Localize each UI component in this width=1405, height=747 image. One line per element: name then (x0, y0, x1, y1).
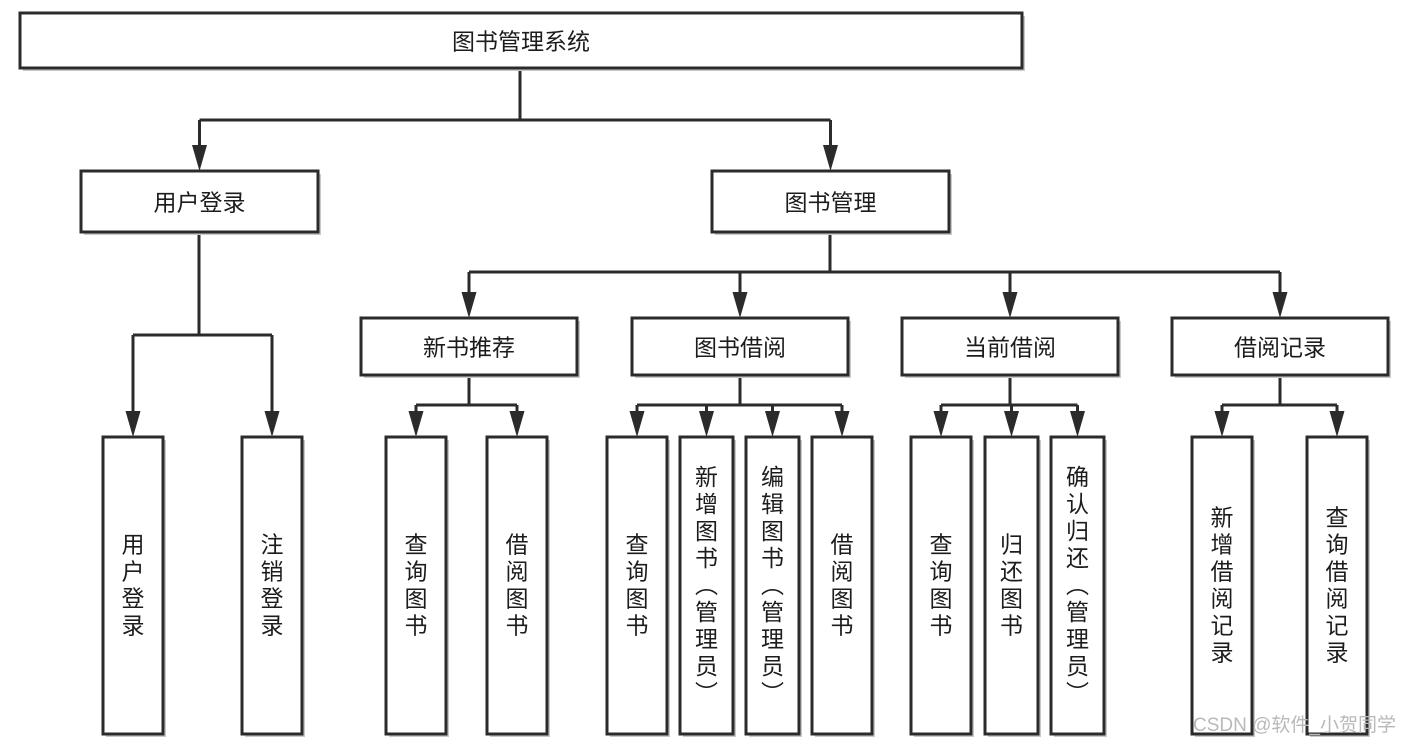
arrow-head (408, 411, 424, 437)
node-label: 借阅记录 (1234, 335, 1326, 361)
connector-current-borrow (933, 375, 1085, 437)
arrow-head (834, 411, 850, 437)
connector-book-manage (461, 232, 1288, 318)
node-box[interactable] (101, 435, 165, 736)
node-box[interactable] (1190, 435, 1254, 736)
node-label: 查询图书 (405, 532, 428, 639)
connector-user-login (125, 232, 280, 437)
node-label: 图书管理系统 (452, 29, 590, 55)
node-box[interactable] (744, 435, 801, 736)
arrow-head (125, 411, 141, 437)
node-leaf-query-book-current[interactable]: 查询图书 (909, 435, 974, 737)
node-label: 新增借阅记录 (1211, 505, 1234, 666)
node-leaf-borrow-book-rec[interactable]: 借阅图书 (485, 435, 550, 737)
node-label: 查询图书 (930, 532, 953, 639)
node-book-manage[interactable]: 图书管理 (710, 169, 952, 235)
node-box[interactable] (79, 169, 320, 234)
node-label: 新书推荐 (423, 335, 515, 361)
node-box[interactable] (983, 435, 1040, 736)
node-box[interactable] (240, 435, 304, 736)
node-box[interactable] (1049, 435, 1106, 736)
node-box[interactable] (1305, 435, 1369, 736)
node-box[interactable] (384, 435, 448, 736)
node-box[interactable] (678, 435, 735, 736)
node-label: 图书借阅 (694, 335, 786, 361)
node-box[interactable] (605, 435, 669, 736)
arrow-head (732, 292, 748, 318)
node-leaf-logout[interactable]: 注销登录 (240, 435, 305, 737)
node-leaf-edit-book[interactable]: 编辑图书︵管理员︶ (744, 435, 802, 737)
csdn-watermark: CSDN @软件_小贺同学 (1193, 714, 1396, 736)
arrow-head (1070, 411, 1085, 437)
node-leaf-query-record[interactable]: 查询借阅记录 (1305, 435, 1370, 737)
node-leaf-add-book[interactable]: 新增图书︵管理员︶ (678, 435, 736, 737)
node-box[interactable] (485, 435, 549, 736)
node-label: 归还图书 (1000, 532, 1023, 639)
arrow-head (509, 411, 525, 437)
arrow-head (1272, 292, 1288, 318)
node-label: 确认归还︵管理员︶ (1066, 464, 1089, 706)
node-box[interactable] (1170, 316, 1390, 377)
node-leaf-user-login[interactable]: 用户登录 (101, 435, 166, 737)
connector-root (192, 68, 838, 171)
arrow-head (192, 145, 207, 171)
arrow-head (1002, 292, 1018, 318)
node-layer: 图书管理系统用户登录图书管理新书推荐图书借阅当前借阅借阅记录用户登录注销登录查询… (18, 11, 1391, 737)
arrow-head (823, 145, 838, 171)
node-current-borrow[interactable]: 当前借阅 (900, 316, 1121, 378)
connector-borrow-record (1214, 375, 1345, 437)
node-label: 图书管理 (785, 190, 877, 216)
node-label: 借阅图书 (831, 532, 854, 639)
node-leaf-add-record[interactable]: 新增借阅记录 (1190, 435, 1255, 737)
arrow-head (264, 411, 280, 437)
arrow-head (629, 411, 645, 437)
arrow-head (1329, 411, 1345, 437)
node-book-borrow[interactable]: 图书借阅 (630, 316, 851, 378)
node-box[interactable] (630, 316, 850, 377)
node-label: 借阅图书 (506, 532, 529, 639)
node-borrow-record[interactable]: 借阅记录 (1170, 316, 1391, 378)
node-leaf-query-book-rec[interactable]: 查询图书 (384, 435, 449, 737)
node-label: 查询图书 (626, 532, 649, 639)
arrow-head (765, 411, 780, 437)
node-leaf-borrow-book[interactable]: 借阅图书 (810, 435, 875, 737)
arrow-head (1004, 411, 1019, 437)
node-box[interactable] (710, 169, 951, 234)
node-label: 用户登录 (122, 532, 145, 639)
node-label: 当前借阅 (964, 335, 1056, 361)
connector-layer (125, 68, 1345, 437)
arrow-head (699, 411, 714, 437)
node-box[interactable] (909, 435, 973, 736)
node-label: 用户登录 (154, 190, 246, 216)
node-label: 查询借阅记录 (1326, 505, 1349, 666)
node-leaf-confirm-return[interactable]: 确认归还︵管理员︶ (1049, 435, 1107, 737)
node-root[interactable]: 图书管理系统 (18, 11, 1025, 71)
arrow-head (1214, 411, 1230, 437)
node-user-login[interactable]: 用户登录 (79, 169, 321, 235)
node-new-book-recommend[interactable]: 新书推荐 (359, 316, 580, 378)
node-box[interactable] (359, 316, 579, 377)
node-leaf-return-book[interactable]: 归还图书 (983, 435, 1041, 737)
node-box[interactable] (810, 435, 874, 736)
node-leaf-query-book-borrow[interactable]: 查询图书 (605, 435, 670, 737)
node-label: 编辑图书︵管理员︶ (761, 464, 784, 706)
node-box[interactable] (18, 11, 1024, 70)
arrow-head (933, 411, 949, 437)
connector-book-borrow (629, 375, 850, 437)
arrow-head (461, 292, 477, 318)
node-label: 注销登录 (261, 532, 284, 639)
node-box[interactable] (900, 316, 1120, 377)
node-label: 新增图书︵管理员︶ (695, 464, 718, 706)
connector-new-book-recommend (408, 375, 525, 437)
